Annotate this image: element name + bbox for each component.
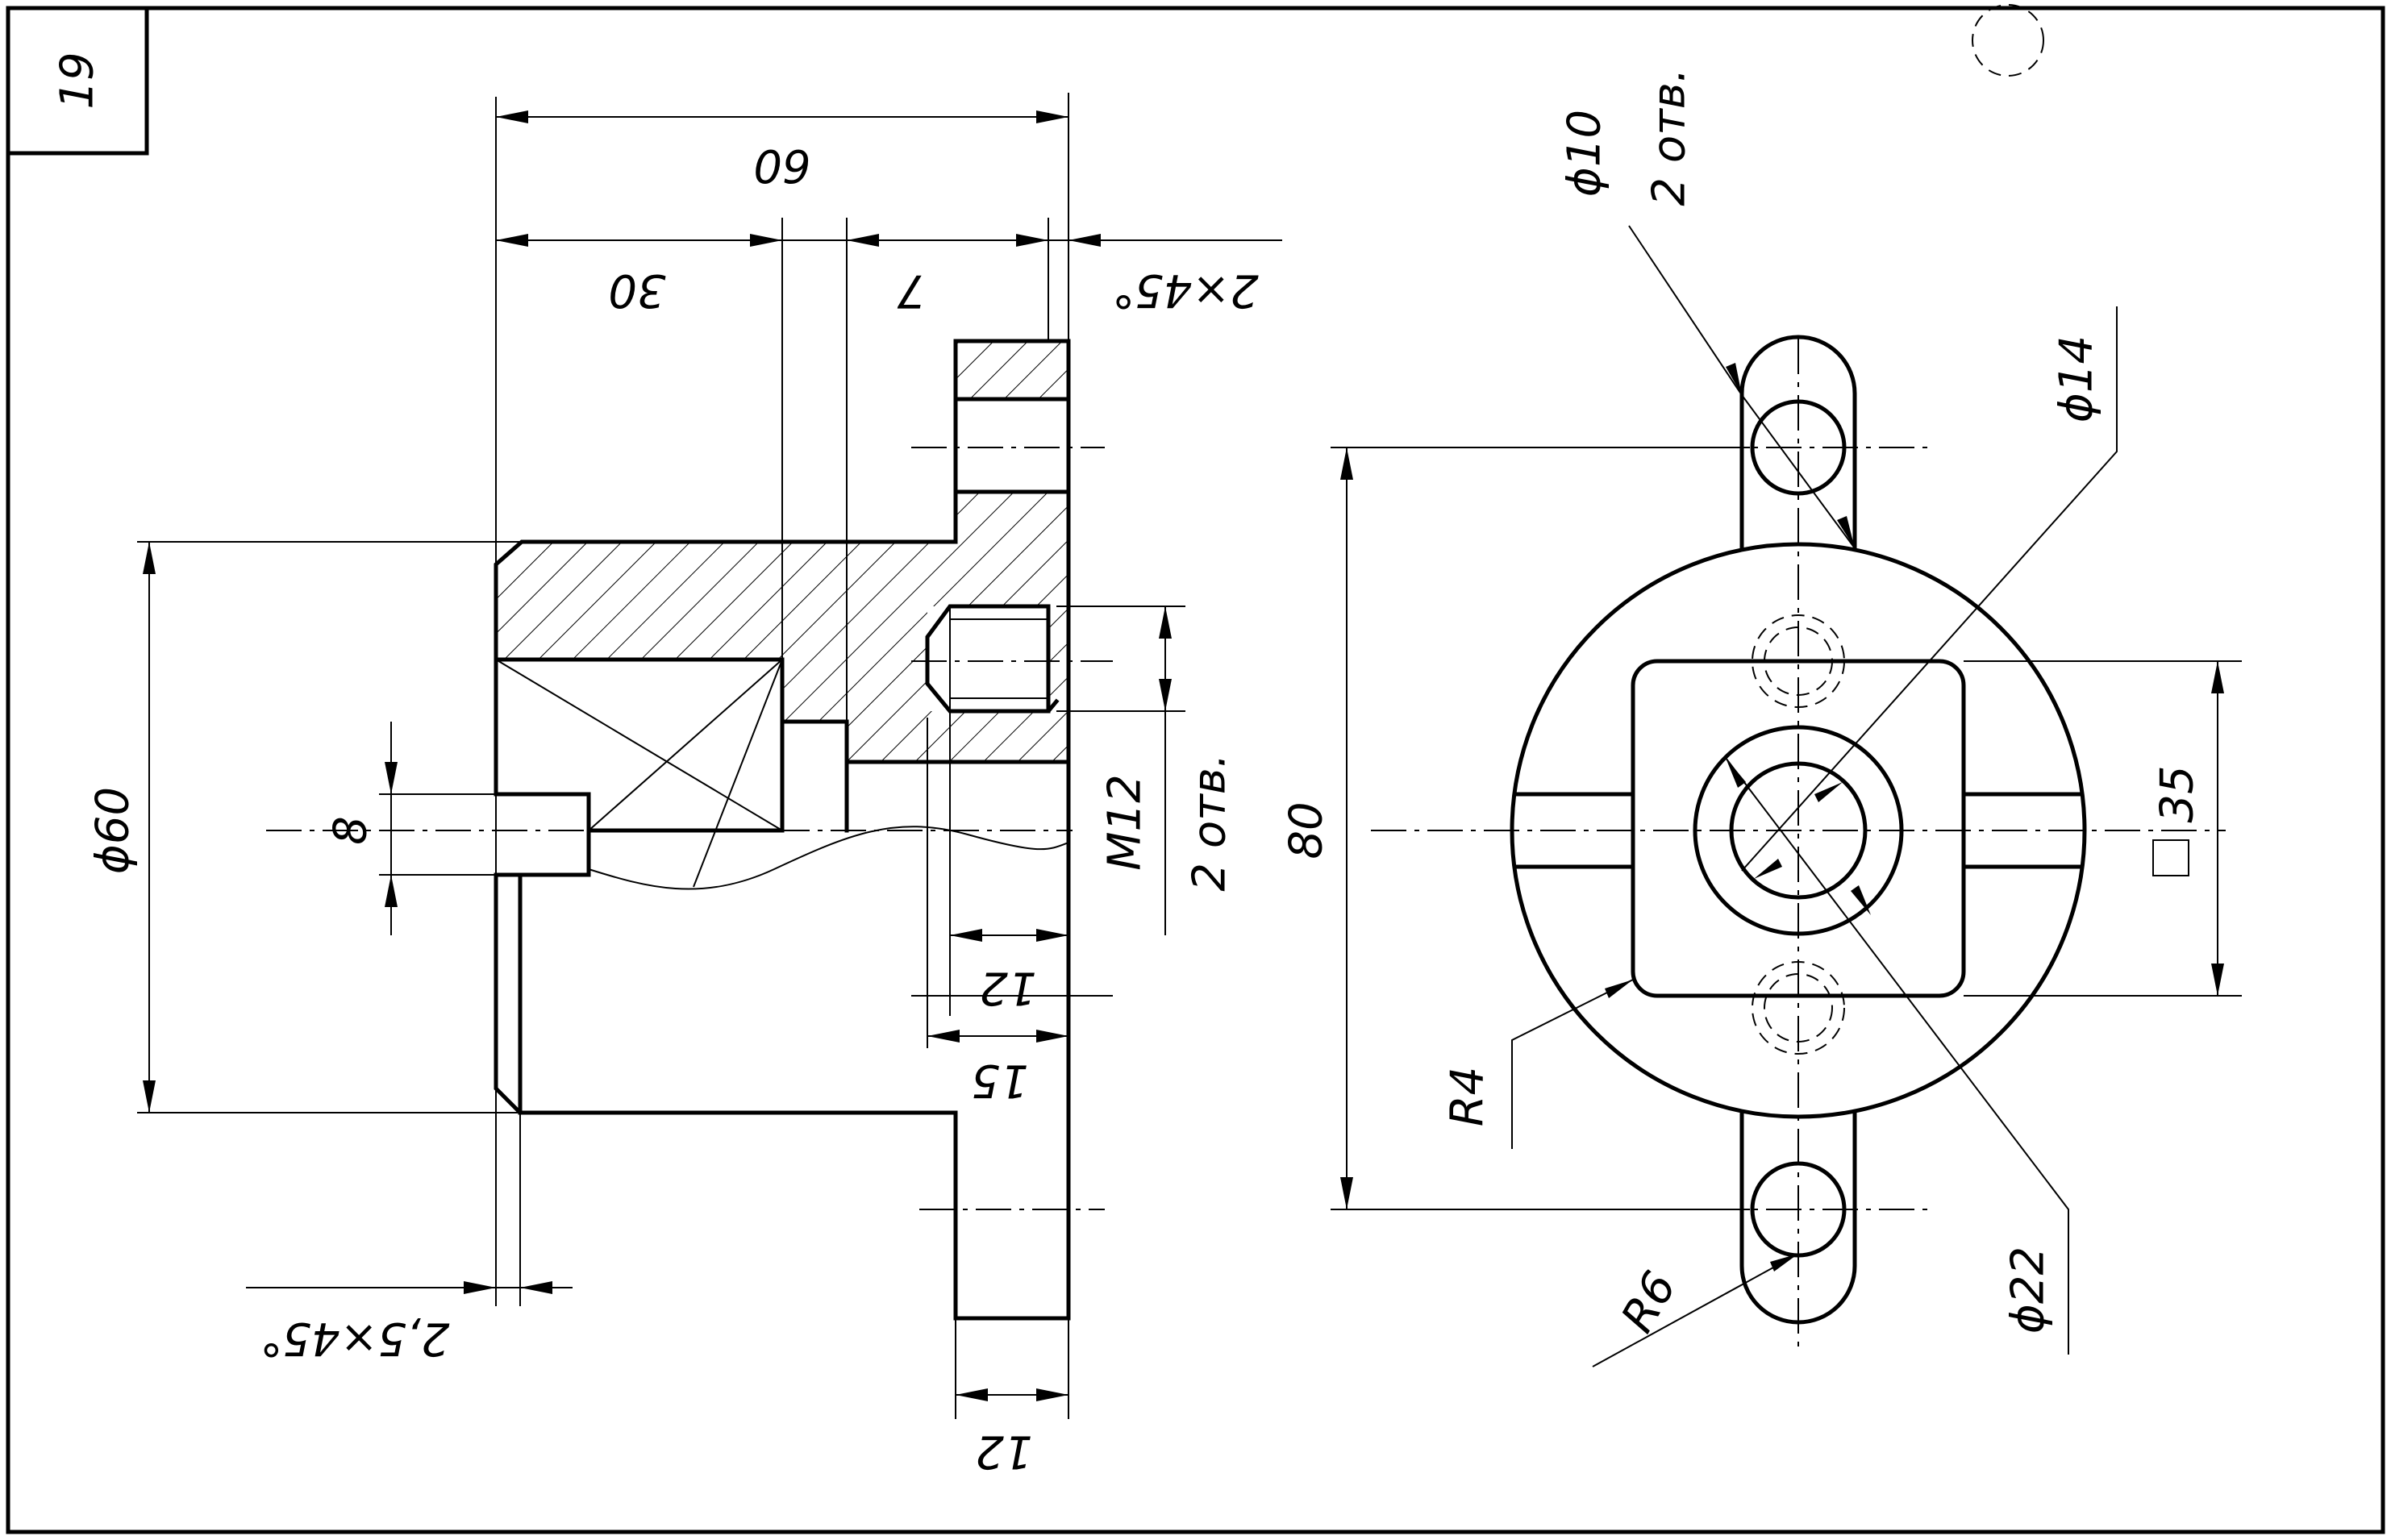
dim-phi10-label: ϕ10 bbox=[1559, 110, 1611, 197]
dim-7-label: 7 bbox=[897, 264, 926, 317]
corner-dashed-circle bbox=[1972, 4, 2044, 77]
dim-r6-label: R6 bbox=[1611, 1263, 1687, 1341]
lug-top bbox=[1739, 335, 1857, 551]
break-line bbox=[588, 826, 1069, 890]
cross-1 bbox=[495, 659, 783, 831]
dim-chamfer2-label: 2×45° bbox=[1112, 264, 1259, 317]
slot-right bbox=[1961, 792, 2083, 869]
sheet-frame bbox=[6, 6, 2385, 1534]
cross-2 bbox=[693, 659, 783, 888]
dim-m12-label: M12 bbox=[1099, 774, 1152, 871]
leader-r4 bbox=[1511, 979, 1634, 1149]
dim-30-label: 30 bbox=[608, 264, 665, 317]
dim-15-label: 15 bbox=[971, 1055, 1028, 1107]
sheet-number: 19 bbox=[52, 52, 104, 109]
leader-phi22 bbox=[1725, 757, 2069, 1355]
hatch-thread-clear bbox=[927, 606, 1048, 711]
hidden-hole-bot bbox=[1752, 961, 1845, 1055]
dim-chamfer25-label: 2,5×45° bbox=[260, 1313, 449, 1365]
hidden-hole-top-in bbox=[1764, 626, 1833, 696]
slot-left bbox=[1514, 792, 1635, 869]
dim-phi60-label: ϕ60 bbox=[87, 787, 140, 874]
dim-8-label: 8 bbox=[325, 816, 377, 845]
dim-phi10-count: 2 отв. bbox=[1643, 68, 1696, 206]
hidden-hole-top bbox=[1752, 614, 1845, 708]
dim-80-label: 80 bbox=[1281, 801, 1333, 859]
cross-3 bbox=[588, 659, 783, 831]
leader-phi14 bbox=[1741, 306, 2118, 872]
dim-r4-label: R4 bbox=[1442, 1067, 1494, 1127]
dim-60-label: 60 bbox=[753, 139, 810, 192]
bore-outer bbox=[1693, 725, 1904, 936]
bore-inner bbox=[1729, 761, 1868, 900]
lug-bottom bbox=[1739, 1110, 1857, 1325]
hole-top bbox=[1750, 399, 1847, 496]
leader-r6 bbox=[1592, 1253, 1799, 1367]
section-view: 60 30 7 2×45° ϕ60 8 M12 2 отв. 12 bbox=[87, 93, 1282, 1478]
hatch-flange-top bbox=[956, 341, 1068, 399]
dim-phi14-label: ϕ14 bbox=[2051, 335, 2103, 422]
dim-12a-label: 12 bbox=[979, 962, 1036, 1014]
dim-35-label: 35 bbox=[2151, 765, 2204, 822]
front-view: 80 35 ϕ10 2 отв. ϕ14 ϕ22 R4 R6 bbox=[1281, 68, 2242, 1367]
hole-bottom bbox=[1750, 1161, 1847, 1258]
hidden-hole-bot-in bbox=[1764, 973, 1833, 1043]
dim-12b-label: 12 bbox=[975, 1426, 1032, 1478]
dim-m12-count: 2 отв. bbox=[1184, 753, 1236, 891]
sheet-number-box bbox=[6, 6, 149, 156]
square-symbol bbox=[2152, 839, 2189, 876]
body-circle bbox=[1510, 542, 2087, 1119]
square-boss bbox=[1631, 659, 1966, 998]
dim-phi22-label: ϕ22 bbox=[2002, 1247, 2055, 1334]
